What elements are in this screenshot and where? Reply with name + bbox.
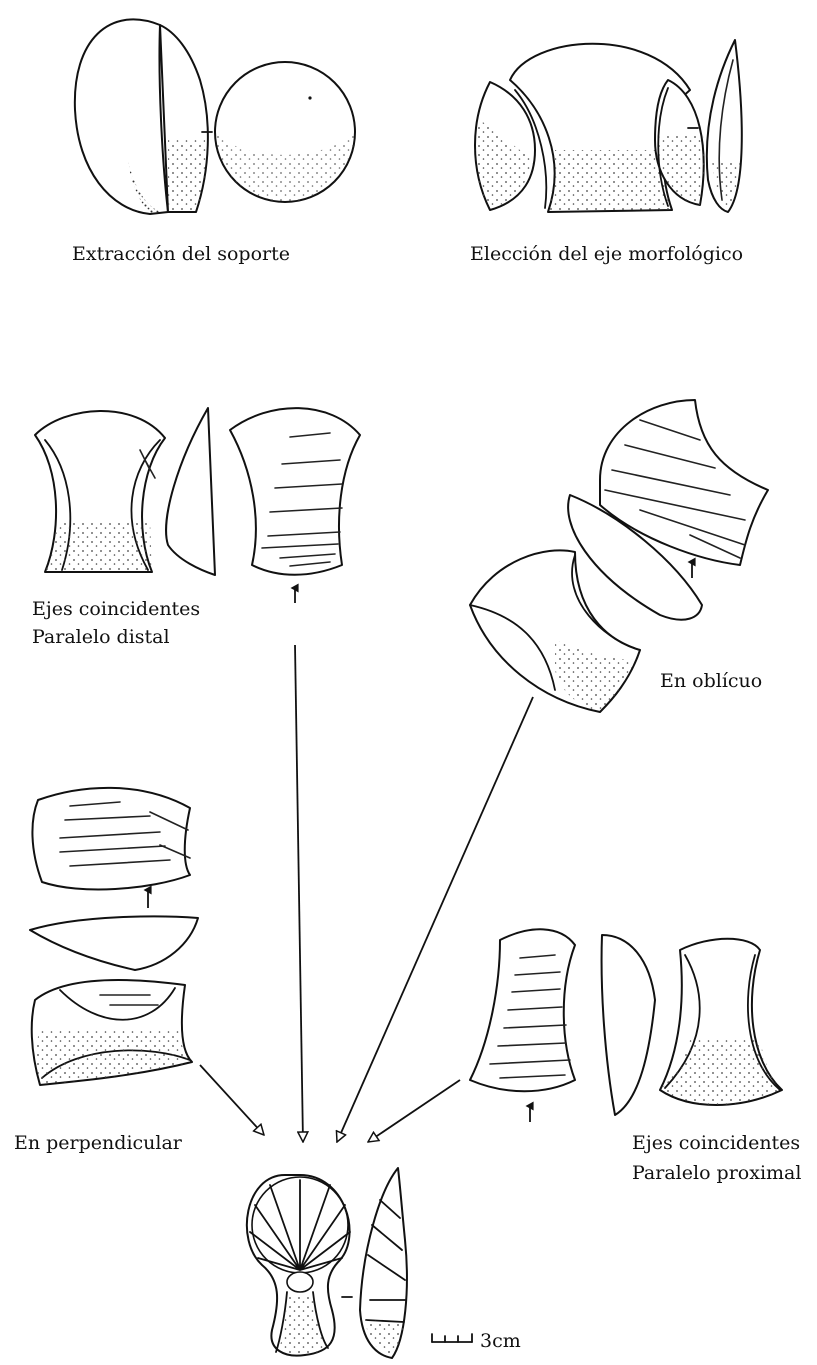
finished-tool-front-view bbox=[247, 1175, 350, 1356]
perp-side-view bbox=[30, 916, 198, 970]
flake-axis-front-view bbox=[475, 44, 704, 212]
proximal-side-view bbox=[602, 935, 655, 1115]
distal-dorsal-view bbox=[230, 408, 360, 575]
scale-label: 3cm bbox=[480, 1328, 521, 1355]
label-eleccion-eje: Elección del eje morfológico bbox=[470, 241, 743, 268]
finished-tool-side-view bbox=[360, 1168, 407, 1358]
distal-side-view bbox=[166, 408, 215, 575]
perp-front-view bbox=[32, 980, 192, 1085]
perp-dorsal-view bbox=[32, 788, 190, 890]
flake-front-view bbox=[215, 62, 355, 202]
arrow-proximal-to-tool bbox=[368, 1080, 460, 1142]
nodule-side-view bbox=[75, 19, 168, 214]
label-en-perpendicular: En perpendicular bbox=[14, 1130, 182, 1157]
scale-bar bbox=[432, 1334, 472, 1342]
label-paralelo-proximal: Paralelo proximal bbox=[632, 1160, 801, 1187]
arrow-perp-to-tool bbox=[200, 1065, 264, 1135]
flake-side-view bbox=[160, 25, 208, 212]
arrow-distal-to-tool bbox=[295, 645, 303, 1142]
label-paralelo-distal: Paralelo distal bbox=[32, 624, 170, 651]
flake-axis-side-view bbox=[707, 40, 742, 212]
distal-front-view bbox=[35, 411, 165, 572]
label-ejes-coincidentes-distal: Ejes coincidentes bbox=[32, 596, 200, 623]
proximal-dorsal-view bbox=[470, 929, 575, 1091]
label-ejes-coincidentes-proximal: Ejes coincidentes bbox=[632, 1130, 800, 1157]
label-extraccion: Extracción del soporte bbox=[72, 241, 290, 268]
proximal-front-view bbox=[660, 939, 782, 1105]
label-en-oblicuo: En oblícuo bbox=[660, 668, 762, 695]
